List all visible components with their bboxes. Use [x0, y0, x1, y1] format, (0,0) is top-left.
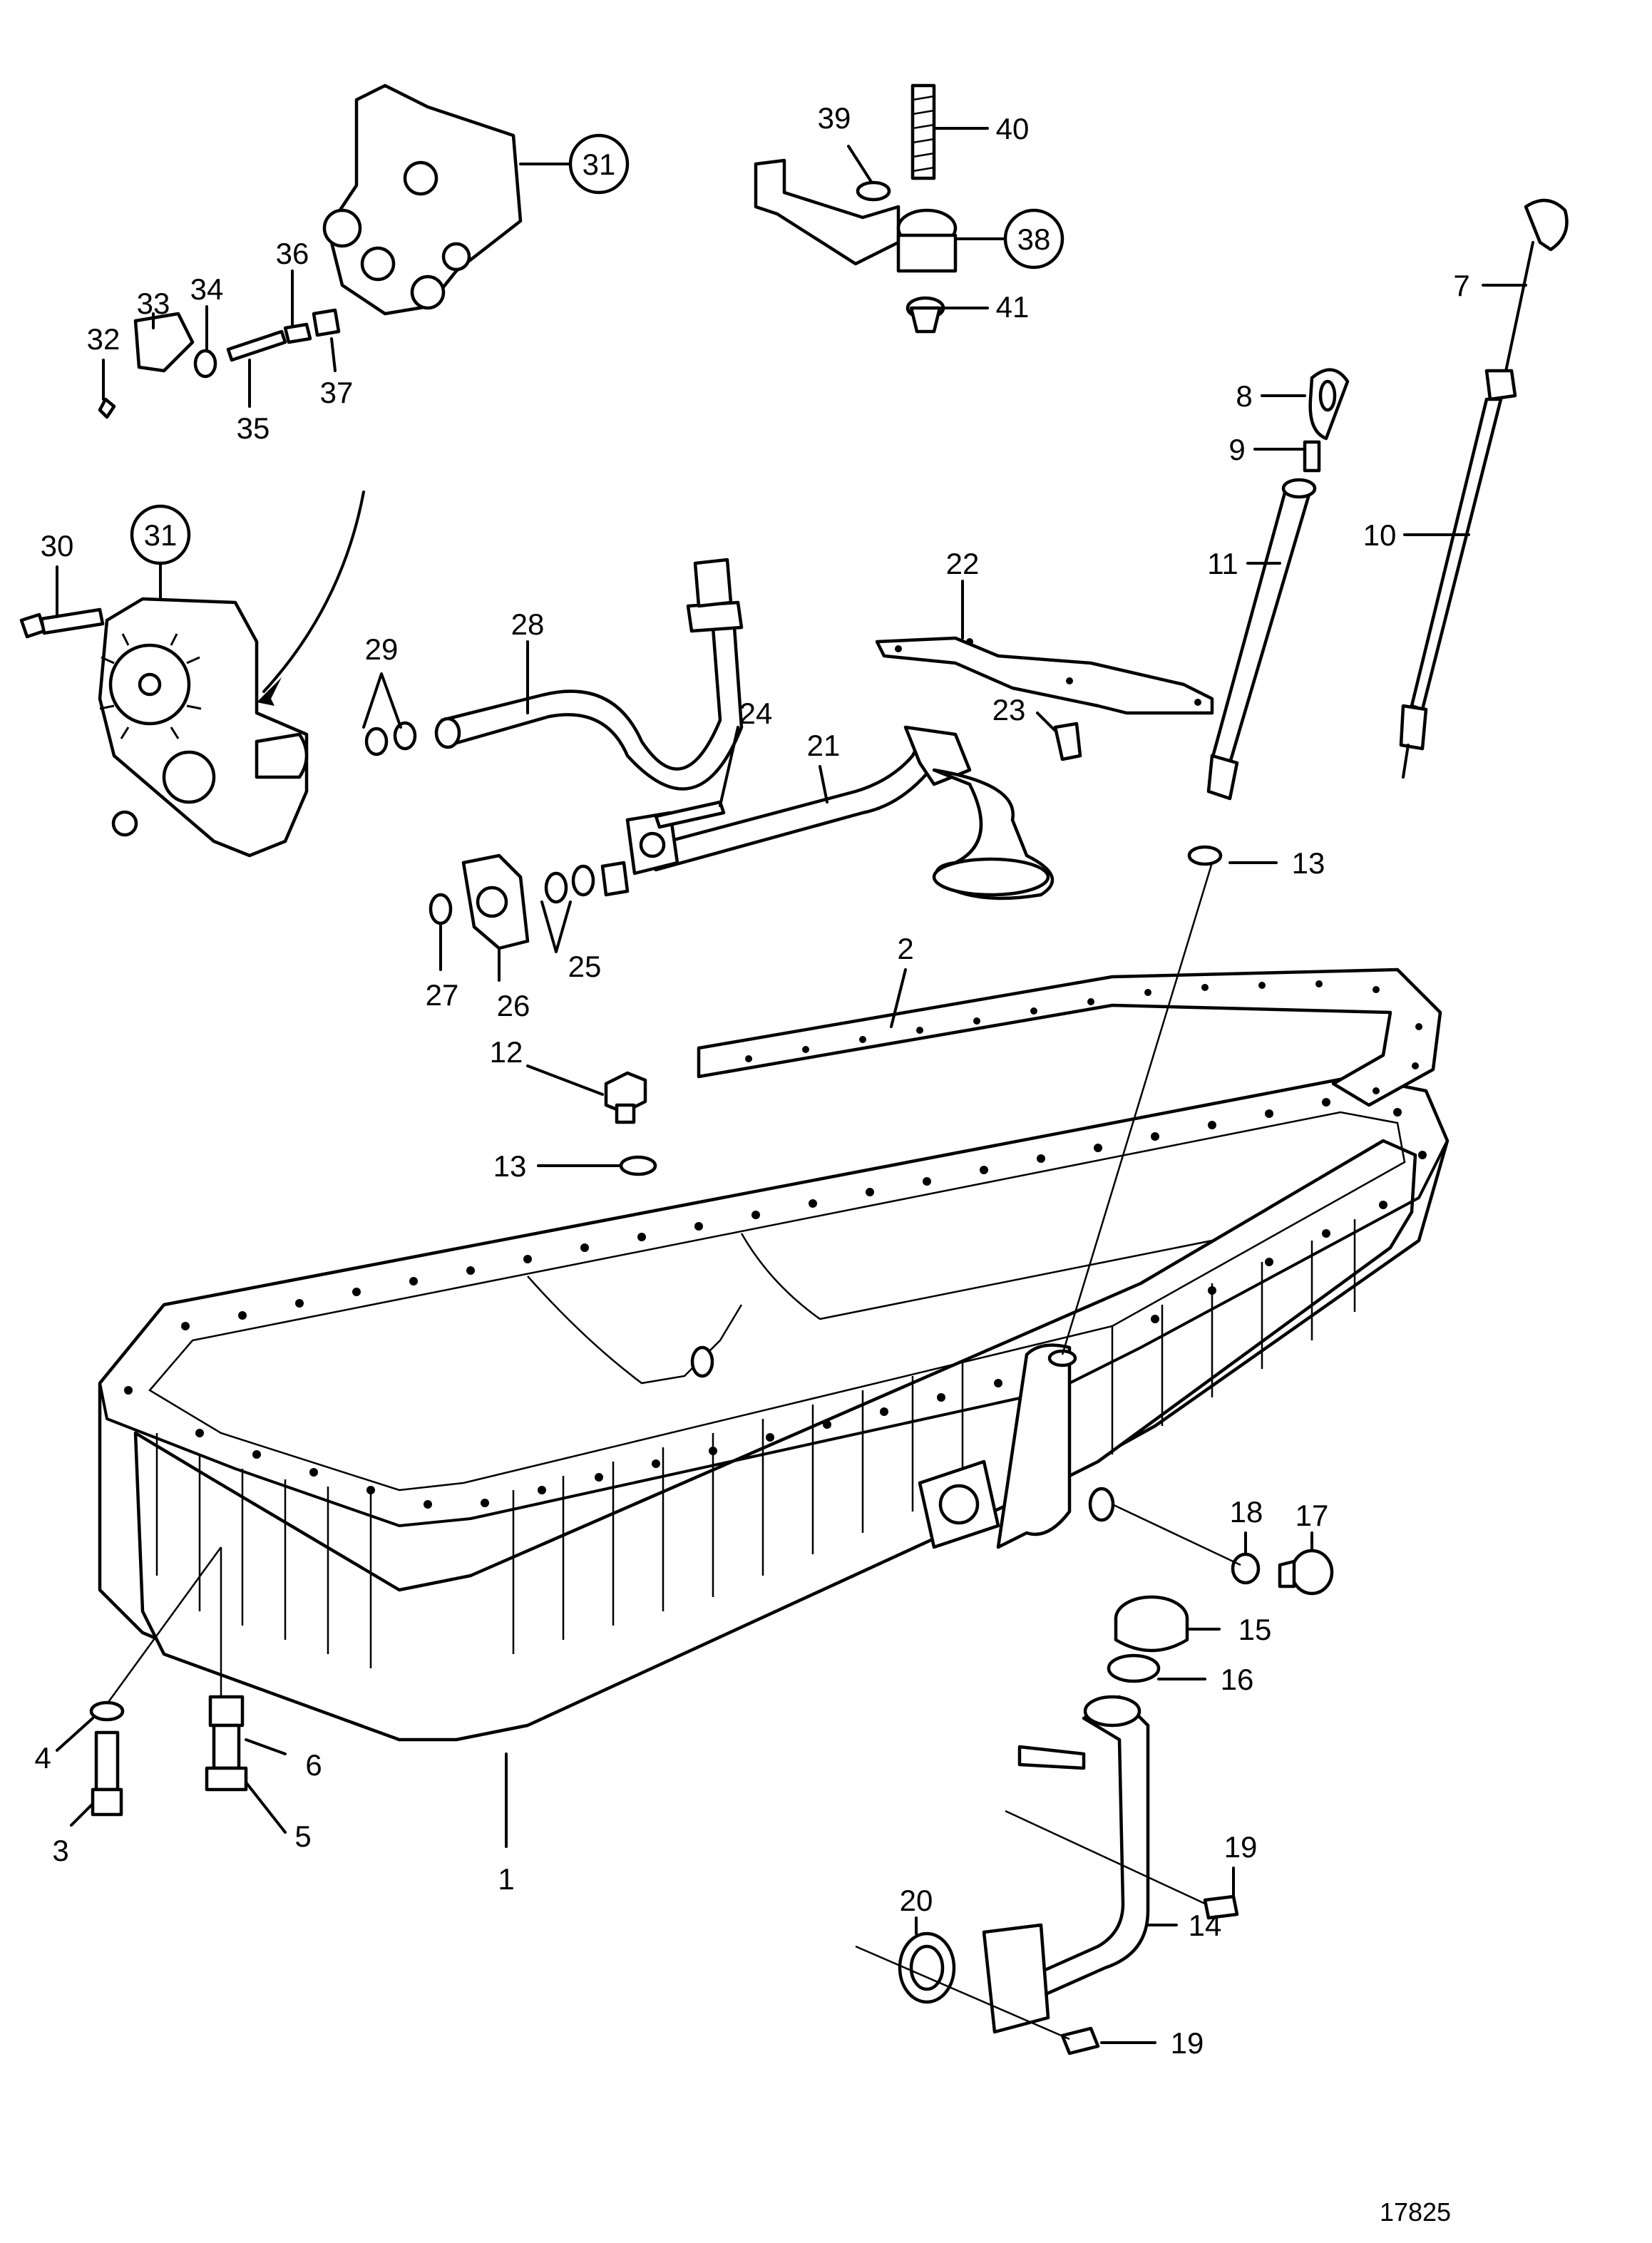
part-label-19-upper: 19: [1224, 1830, 1258, 1864]
part-label-5: 5: [294, 1819, 311, 1853]
part-label-34: 34: [190, 272, 224, 306]
part-label-37: 37: [320, 376, 354, 409]
part-label-14: 14: [1189, 1909, 1222, 1942]
callout-circle-38: [1003, 208, 1064, 270]
part-label-35: 35: [237, 411, 270, 445]
part-label-32: 32: [87, 322, 120, 356]
bracket: [875, 636, 1214, 715]
dipstick-long: [1399, 198, 1569, 779]
dipstick-short: [1303, 368, 1350, 473]
part-label-40: 40: [996, 112, 1030, 145]
relief-valve-parts: [98, 308, 341, 419]
callout-circle-31-top: [568, 133, 630, 195]
part-label-6: 6: [305, 1748, 322, 1782]
support-bracket: [754, 158, 958, 273]
part-label-16: 16: [1221, 1663, 1254, 1696]
bolt: [1053, 722, 1082, 761]
part-label-30: 30: [41, 529, 74, 563]
bolt-spacer: [205, 1695, 248, 1792]
filler-cap-seal: [1107, 1653, 1161, 1683]
part-label-25: 25: [568, 950, 602, 983]
oil-pump: [98, 597, 309, 858]
part-label-20: 20: [900, 1884, 933, 1917]
part-label-3: 3: [52, 1834, 68, 1867]
oil-pump-upper: [322, 83, 523, 316]
filler-cap: [1114, 1595, 1189, 1653]
oil-pan-gasket: [697, 967, 1442, 1107]
arrowhead: [257, 677, 282, 706]
part-label-11: 11: [1207, 547, 1238, 580]
bolt: [1203, 1894, 1239, 1920]
part-label-38: 38: [1017, 222, 1051, 256]
part-label-31-lower: 31: [144, 518, 178, 552]
part-label-1: 1: [498, 1862, 514, 1896]
part-label-39: 39: [818, 101, 851, 135]
part-label-21: 21: [807, 729, 841, 762]
part-label-13-dipstick: 13: [1292, 846, 1325, 880]
part-label-12: 12: [490, 1035, 523, 1069]
part-label-4: 4: [34, 1741, 51, 1775]
part-label-29: 29: [365, 632, 399, 666]
part-label-8: 8: [1236, 379, 1252, 413]
part-label-23: 23: [992, 693, 1026, 727]
ring: [856, 180, 891, 202]
part-label-18: 18: [1230, 1495, 1263, 1529]
oil-pipe: [434, 558, 744, 791]
dipstick-seal: [1187, 845, 1223, 866]
part-label-31-top: 31: [583, 148, 616, 181]
plug: [1278, 1549, 1334, 1596]
drain-plug-washer: [619, 1155, 657, 1176]
bolt: [654, 800, 726, 829]
document-number: 17825: [1380, 2197, 1451, 2227]
part-label-19-lower: 19: [1171, 2026, 1204, 2060]
part-label-27: 27: [426, 978, 459, 1012]
part-label-7: 7: [1453, 269, 1469, 302]
part-label-2: 2: [897, 932, 913, 965]
nut: [905, 296, 945, 334]
sealing-ring: [429, 893, 453, 925]
part-label-33: 33: [137, 287, 170, 320]
dipstick-tube: [1206, 478, 1317, 801]
part-label-13-drain: 13: [493, 1149, 527, 1183]
part-label-10: 10: [1363, 518, 1397, 552]
leader-lines: [56, 127, 1527, 2044]
part-label-36: 36: [276, 237, 309, 270]
suction-pipe: [625, 725, 1055, 900]
filler-pipe: [982, 1695, 1150, 2034]
assembly-lines: [106, 862, 1241, 2041]
plug-washer: [1231, 1552, 1261, 1585]
arrow: [262, 491, 365, 693]
bolt: [1060, 2026, 1100, 2055]
part-label-9: 9: [1228, 433, 1245, 466]
adapter-block: [461, 853, 530, 950]
part-label-26: 26: [497, 989, 530, 1022]
part-label-22: 22: [946, 547, 980, 580]
bolt-washer: [89, 1700, 125, 1817]
drain-plug: [604, 1071, 647, 1124]
part-label-41: 41: [996, 290, 1030, 324]
sealing-rings: [544, 861, 630, 904]
oil-pan: [98, 1074, 1450, 1742]
o-rings: [364, 721, 417, 756]
seal-ring: [898, 1931, 956, 2004]
part-label-28: 28: [511, 607, 545, 641]
callout-circle-31-lower: [130, 504, 191, 565]
part-label-17: 17: [1296, 1499, 1329, 1532]
bolt: [19, 607, 105, 639]
part-label-15: 15: [1238, 1613, 1272, 1646]
part-label-24: 24: [739, 697, 773, 730]
